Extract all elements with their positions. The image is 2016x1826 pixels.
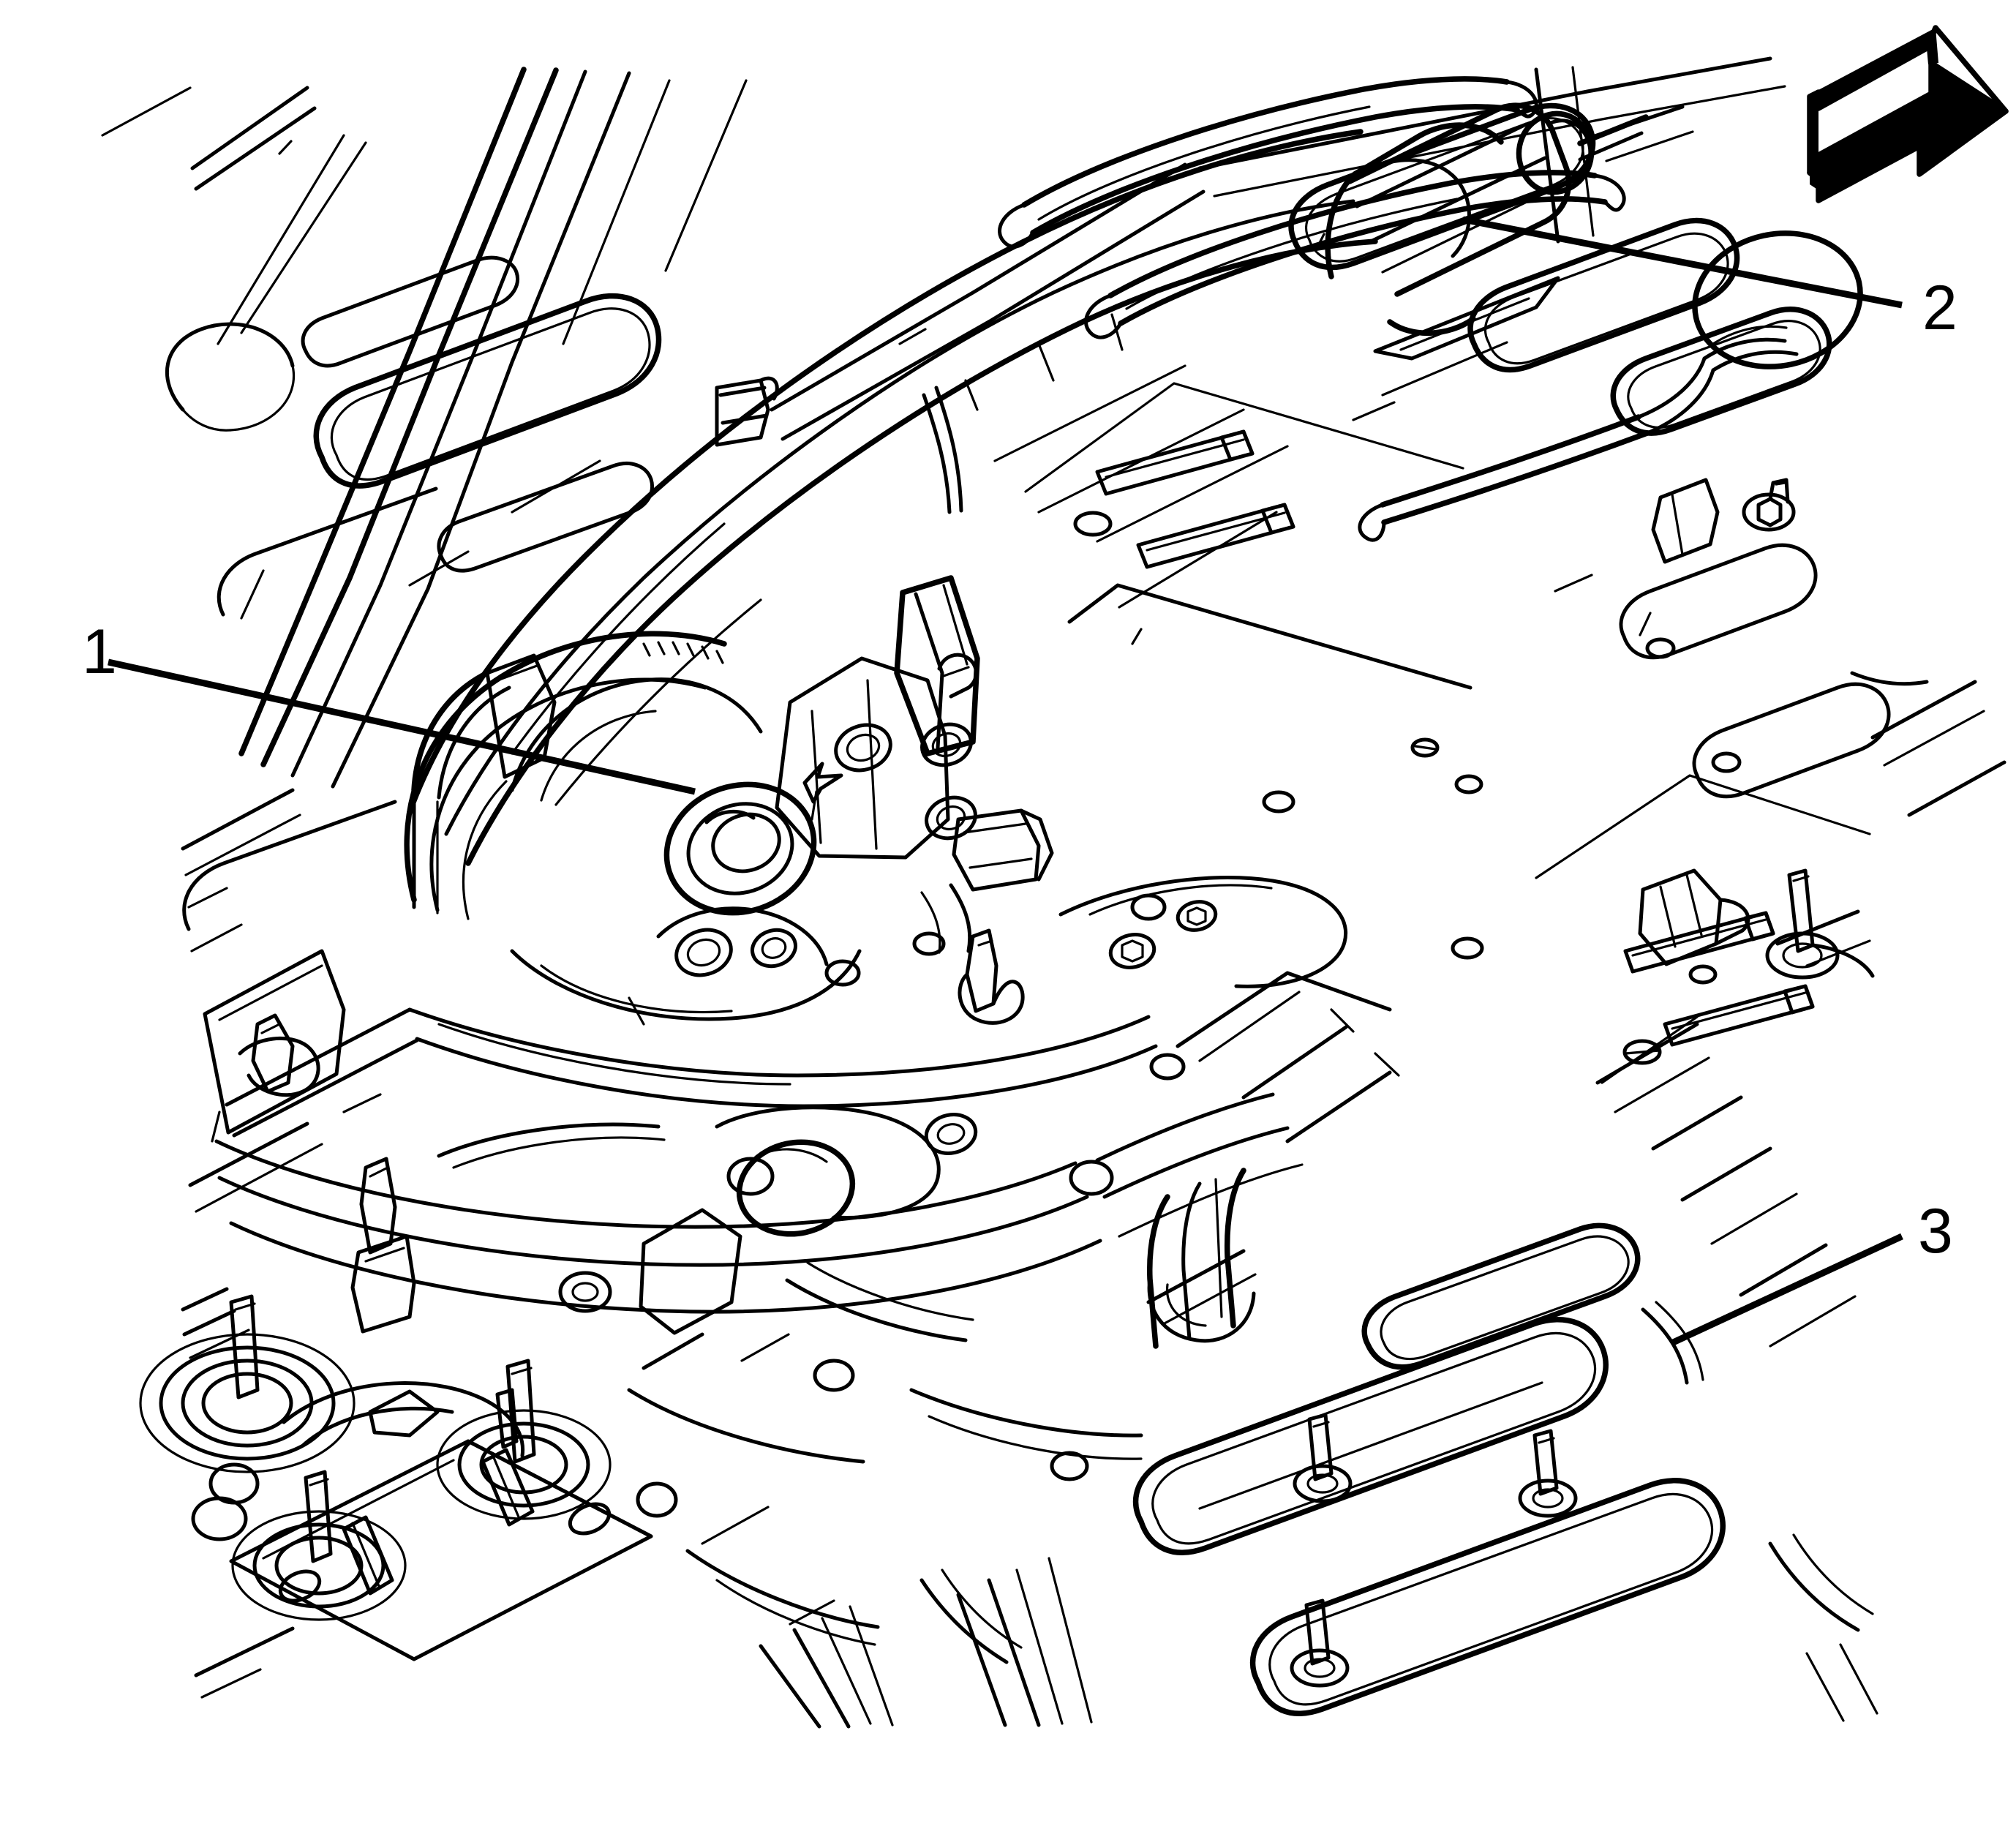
lower-left-studs (495, 1388, 1578, 1688)
callout-leaders (108, 216, 1903, 1347)
callout-label-2: 2 (1922, 273, 1957, 343)
callout-label-3: 3 (1918, 1196, 1953, 1266)
leader-line-2 (1462, 216, 1903, 309)
seat-stud (436, 1359, 612, 1520)
tunnel-crossmember (211, 876, 1400, 1314)
callout-labels: 1 2 3 (82, 273, 1957, 1266)
seat-stud (231, 1470, 407, 1621)
leader-line-1 (108, 658, 696, 795)
callout-label-1: 1 (82, 617, 117, 687)
parking-brake-release-rod (998, 76, 1626, 339)
seatbelt-anchor-loop (1358, 230, 1863, 542)
seat-mount-brackets (139, 1208, 742, 1699)
floor-pan-embossments (182, 102, 1891, 1716)
seat-stud (139, 1294, 356, 1473)
floor-pan-slots (1024, 382, 1871, 1084)
floor-clip-tabs (1638, 478, 1875, 980)
parking-brake-mounting-bracket (404, 575, 1054, 1026)
lower-right-channels (1146, 1168, 1256, 1349)
leader-line-3 (1670, 1233, 1903, 1347)
vehicle-forward-arrow (1807, 25, 2009, 203)
parking-brake-lever-arm (407, 129, 1378, 866)
sill-reinforcement (181, 788, 416, 1334)
floor-pan-panels (101, 56, 1786, 789)
lever-boot-trim (411, 653, 557, 914)
floor-pan-holes (208, 511, 1742, 1518)
